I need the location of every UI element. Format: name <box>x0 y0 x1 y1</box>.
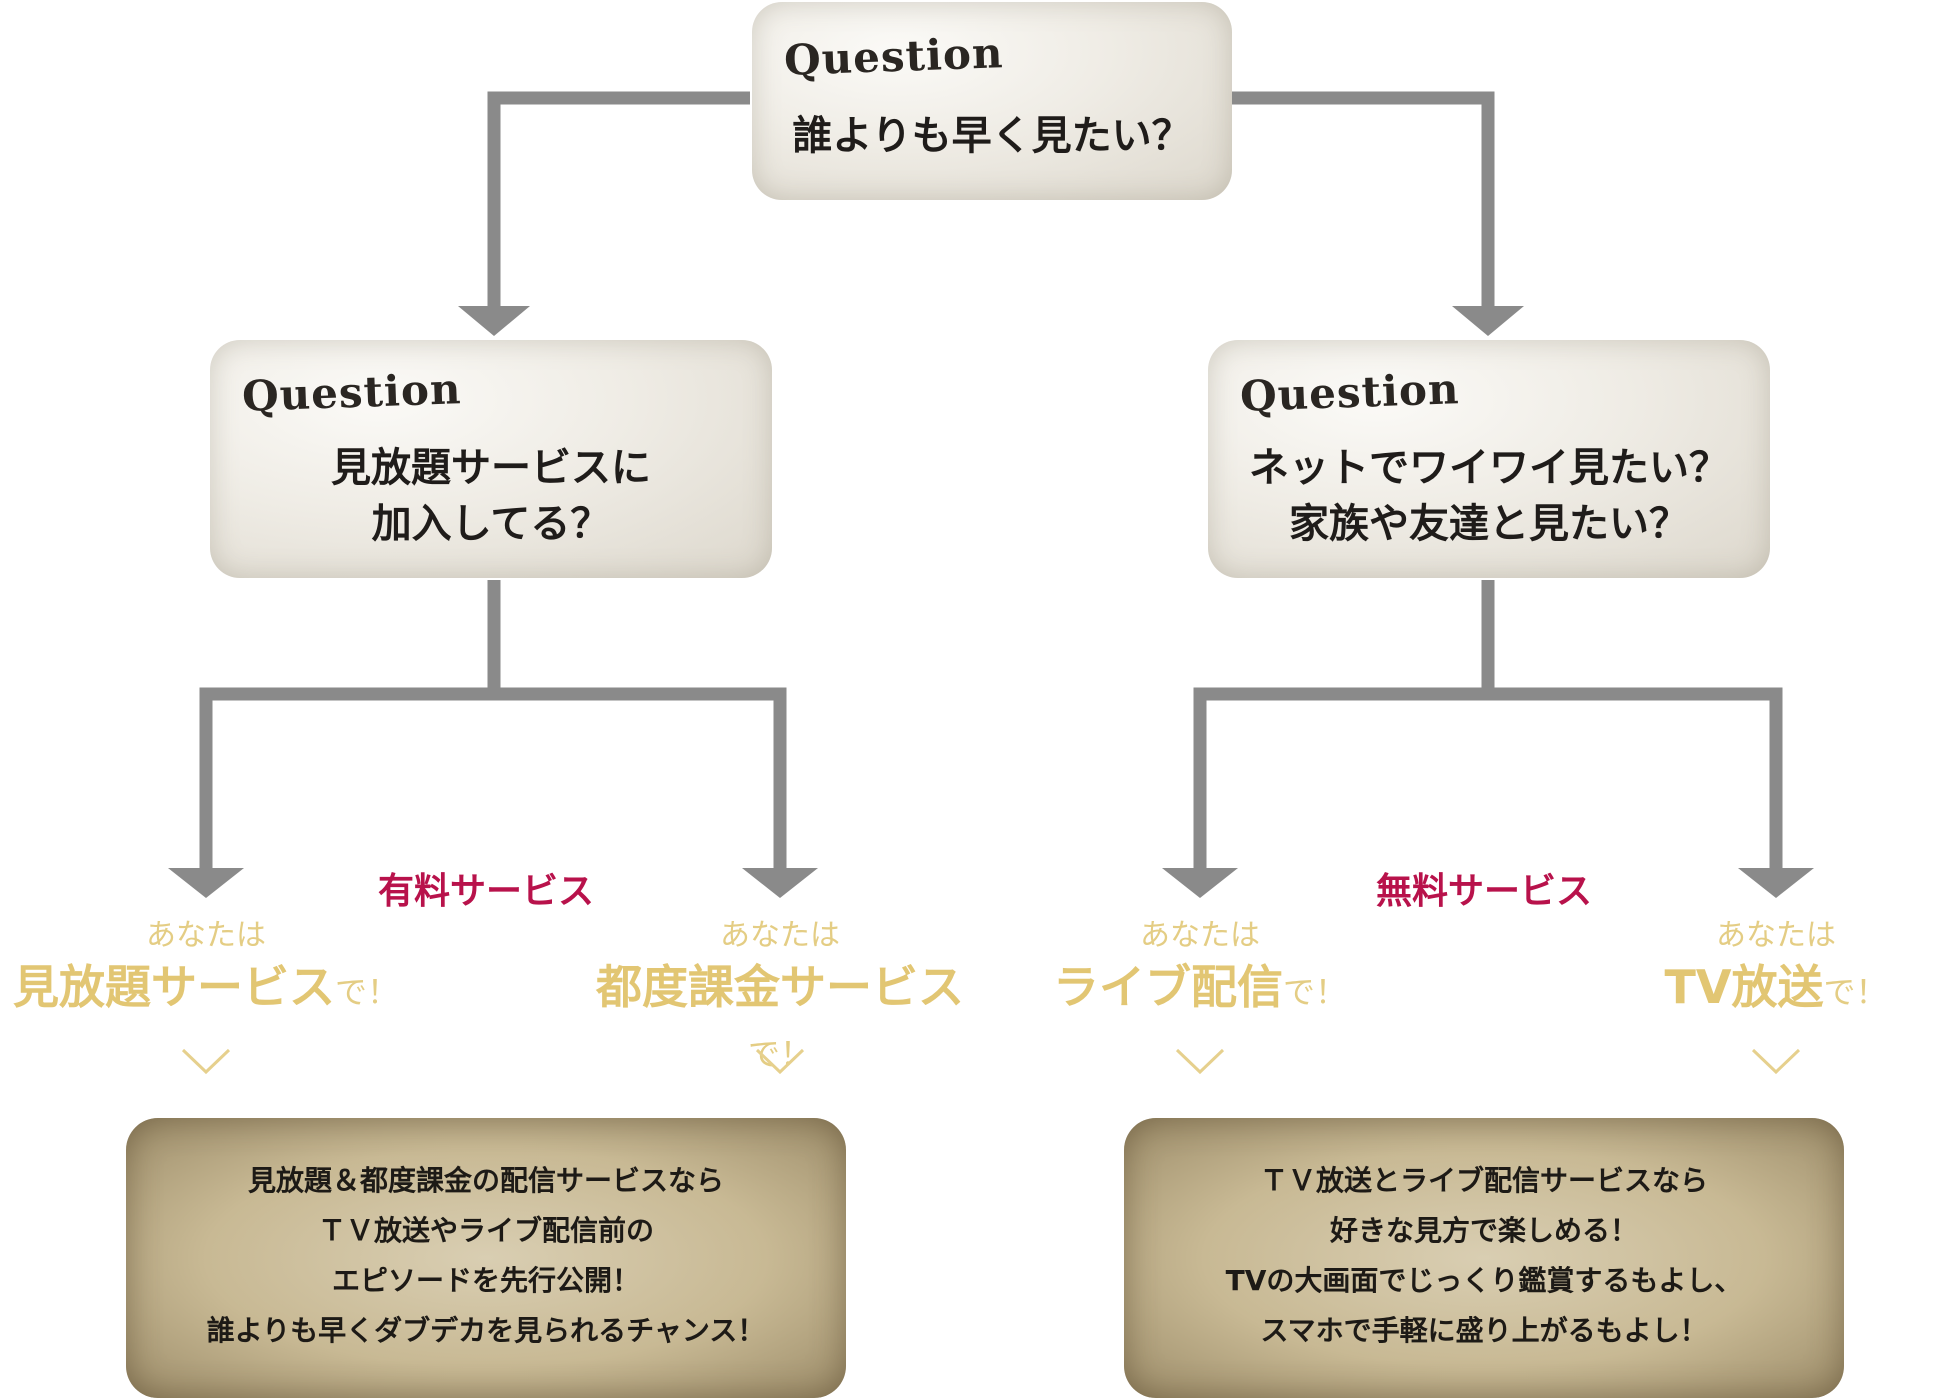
connector-left-split-right <box>494 687 787 868</box>
result-main: 見放題サービスで！ <box>0 956 416 1023</box>
arrowhead-result-1 <box>168 868 244 898</box>
question-text-right: ネットでワイワイ見たい？ 家族や友達と見たい？ <box>1208 440 1770 552</box>
summary-text-free: ＴＶ放送とライブ配信サービスなら 好きな見方で楽しめる！ TVの大画面でじっくり… <box>1124 1156 1844 1356</box>
result-3: あなたは ライブ配信で！ <box>990 916 1410 1023</box>
arrowhead-left-question <box>458 306 530 336</box>
result-suffix: で！ <box>334 973 399 1011</box>
summary-line: ＴＶ放送やライブ配信前の <box>317 1214 654 1247</box>
question-label: Question <box>783 28 1005 85</box>
chevron-down-icon <box>1175 1048 1225 1075</box>
summary-line: スマホで手軽に盛り上がるもよし！ <box>1260 1314 1708 1347</box>
result-prefix: あなたは <box>1140 918 1260 953</box>
question-line: 家族や友達と見たい？ <box>1289 501 1689 547</box>
summary-line: TVの大画面でじっくり鑑賞するもよし、 <box>1225 1264 1743 1297</box>
connector-right-split <box>1193 580 1495 868</box>
result-prefix: あなたは <box>146 918 266 953</box>
summary-line: 好きな見方で楽しめる！ <box>1329 1214 1638 1247</box>
connector-top-left <box>487 91 750 306</box>
result-name: 都度課金サービス <box>596 960 964 1014</box>
result-1: あなたは 見放題サービスで！ <box>0 916 416 1023</box>
result-name: 見放題サービス <box>12 960 335 1014</box>
question-text-left: 見放題サービスに 加入してる？ <box>210 440 772 552</box>
summary-box-paid: 見放題＆都度課金の配信サービスなら ＴＶ放送やライブ配信前の エピソードを先行公… <box>126 1118 846 1398</box>
result-name: ライブ配信 <box>1052 960 1283 1014</box>
question-box-top: Question 誰よりも早く見たい？ <box>752 2 1232 200</box>
result-main: ライブ配信で！ <box>990 956 1410 1023</box>
result-prefix: あなたは <box>1716 918 1836 953</box>
summary-text-paid: 見放題＆都度課金の配信サービスなら ＴＶ放送やライブ配信前の エピソードを先行公… <box>126 1156 846 1356</box>
result-suffix: で！ <box>1282 973 1347 1011</box>
connector-right-split-right <box>1488 687 1783 868</box>
result-2: あなたは 都度課金サービスで！ <box>570 916 990 1085</box>
result-suffix: で！ <box>747 1035 812 1073</box>
arrowhead-right-question <box>1452 306 1524 336</box>
category-free: 無料サービス <box>1375 871 1592 912</box>
result-main: 都度課金サービスで！ <box>570 956 990 1085</box>
question-line: ネットでワイワイ見たい？ <box>1249 445 1729 491</box>
question-box-left: Question 見放題サービスに 加入してる？ <box>210 340 772 578</box>
question-label: Question <box>1239 364 1461 421</box>
question-box-right: Question ネットでワイワイ見たい？ 家族や友達と見たい？ <box>1208 340 1770 578</box>
question-line: 誰よりも早く見たい？ <box>792 113 1192 159</box>
chevron-down-icon <box>755 1048 805 1075</box>
question-line: 見放題サービスに <box>331 445 651 491</box>
summary-line: 見放題＆都度課金の配信サービスなら <box>247 1164 724 1197</box>
question-text-top: 誰よりも早く見たい？ <box>752 108 1232 164</box>
result-main: TV放送で！ <box>1566 956 1960 1023</box>
summary-box-free: ＴＶ放送とライブ配信サービスなら 好きな見方で楽しめる！ TVの大画面でじっくり… <box>1124 1118 1844 1398</box>
category-paid: 有料サービス <box>377 871 594 912</box>
result-4: あなたは TV放送で！ <box>1566 916 1960 1023</box>
summary-line: ＴＶ放送とライブ配信サービスなら <box>1259 1164 1708 1197</box>
summary-line: エピソードを先行公開！ <box>331 1264 640 1297</box>
chevron-down-icon <box>181 1048 231 1075</box>
chevron-down-icon <box>1751 1048 1801 1075</box>
arrowhead-result-4 <box>1738 868 1814 898</box>
result-prefix: あなたは <box>720 918 840 953</box>
connector-top-right <box>1230 91 1495 306</box>
question-line: 加入してる？ <box>371 501 611 547</box>
connector-left-split <box>199 580 501 868</box>
result-suffix: で！ <box>1823 973 1888 1011</box>
result-name: TV放送 <box>1664 960 1824 1014</box>
arrowhead-result-3 <box>1162 868 1238 898</box>
arrowhead-result-2 <box>742 868 818 898</box>
question-label: Question <box>241 364 463 421</box>
summary-line: 誰よりも早くダブデカを見られるチャンス！ <box>206 1314 766 1347</box>
